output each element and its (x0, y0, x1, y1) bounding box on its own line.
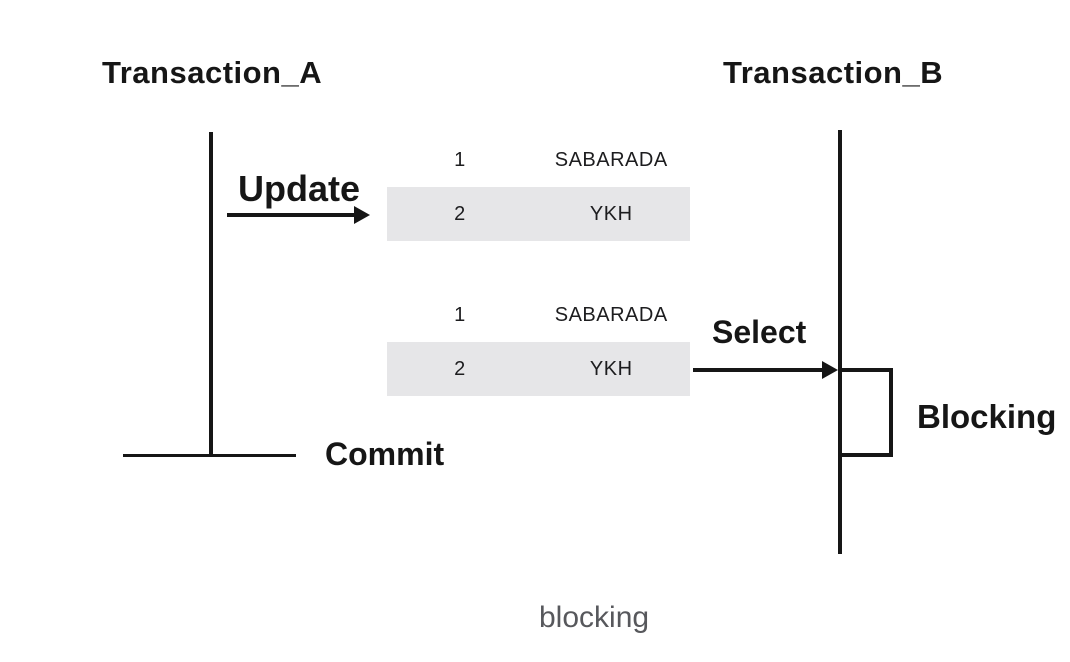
update-arrow-shaft (227, 213, 356, 217)
row-value: SABARADA (554, 148, 668, 171)
figure-caption: blocking (539, 601, 650, 634)
transaction-b-timeline (838, 130, 842, 554)
row-id: 2 (454, 357, 466, 380)
select-arrow-shaft (693, 368, 823, 372)
table-row: 1 SABARADA (387, 133, 690, 187)
row-id: 1 (454, 148, 466, 171)
table-after-update: 1 SABARADA 2 YKH (387, 133, 690, 241)
transaction-a-title: Transaction_A (102, 55, 323, 90)
update-label: Update (238, 168, 361, 209)
commit-label: Commit (325, 436, 445, 472)
select-label: Select (712, 314, 807, 350)
row-value: SABARADA (554, 303, 668, 326)
commit-line (123, 454, 296, 457)
table-row-highlighted: 2 YKH (387, 187, 690, 241)
select-arrowhead-icon (822, 361, 838, 379)
blocking-label: Blocking (917, 398, 1057, 435)
table-for-select: 1 SABARADA 2 YKH (387, 288, 690, 396)
update-arrowhead-icon (354, 206, 370, 224)
table-row-highlighted: 2 YKH (387, 342, 690, 396)
row-value: YKH (589, 202, 633, 225)
transaction-b-title: Transaction_B (723, 55, 944, 90)
row-value: YKH (589, 357, 633, 380)
transaction-a-timeline (209, 132, 213, 457)
blocking-bracket (842, 368, 893, 457)
row-id: 1 (454, 303, 466, 326)
table-row: 1 SABARADA (387, 288, 690, 342)
row-id: 2 (454, 202, 466, 225)
